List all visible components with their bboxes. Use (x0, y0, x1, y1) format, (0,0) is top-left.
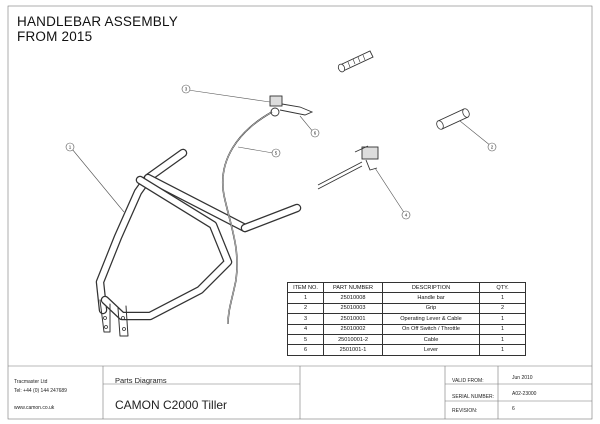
revision-label: REVISION: (452, 408, 478, 414)
header-qty: QTY. (479, 281, 526, 294)
cell-qty: 1 (479, 292, 526, 304)
cell-qty: 1 (479, 333, 526, 346)
cell-item: 1 (287, 292, 324, 304)
title-block-frame (8, 365, 592, 419)
cell-desc: On Off Switch / Throttle (382, 323, 480, 335)
cell-item: 2 (287, 302, 324, 315)
cell-desc: Cable (382, 333, 480, 346)
table-row: 1 25010008 Handle bar 1 (287, 292, 526, 304)
grip-right (436, 108, 470, 130)
grip-left (337, 50, 374, 73)
callout-1: 1 (69, 145, 72, 150)
cell-qty: 1 (479, 323, 526, 335)
header-part-number: PART NUMBER (323, 281, 383, 294)
cell-desc: Operating Lever & Cable (382, 313, 480, 325)
callout-2: 2 (491, 145, 494, 150)
throttle-switch (317, 145, 379, 190)
cell-item: 4 (287, 323, 324, 335)
cell-desc: Handle bar (382, 292, 480, 304)
callout-5: 5 (275, 151, 278, 156)
callout-6: 6 (314, 131, 317, 136)
model-name: CAMON C2000 Tiller (115, 398, 228, 412)
cell-desc: Grip (382, 302, 480, 315)
section-label: Parts Diagrams (115, 376, 167, 385)
callout-circles (65, 84, 497, 220)
callout-3: 3 (185, 87, 188, 92)
valid-from-value: Jun 2010 (512, 375, 533, 381)
cell-item: 5 (287, 333, 324, 346)
cell-desc: Lever (382, 344, 480, 356)
title-line-1: HANDLEBAR ASSEMBLY (17, 14, 178, 29)
operating-lever (269, 95, 314, 117)
header-item-no: ITEM NO. (287, 281, 324, 294)
serial-value: A02-23000 (512, 391, 537, 397)
table-row: 5 25010001-2 Cable 1 (287, 333, 526, 346)
cell-qty: 1 (479, 344, 526, 356)
callout-numbers: 1 3 5 6 2 4 (69, 87, 494, 218)
serial-label: SERIAL NUMBER: (452, 394, 495, 400)
cell-part: 25010002 (323, 323, 383, 335)
parts-table: ITEM NO. PART NUMBER DESCRIPTION QTY. 1 … (287, 281, 526, 356)
table-row: 2 25010003 Grip 2 (287, 302, 526, 315)
revision-value: 6 (512, 406, 515, 412)
cell-qty: 2 (479, 302, 526, 315)
cell-part: 25010001 (323, 313, 383, 325)
cell-part: 25010003 (323, 302, 383, 315)
company-web: www.camon.co.uk (14, 405, 55, 411)
table-row: 3 25010001 Operating Lever & Cable 1 (287, 313, 526, 325)
table-row: 4 25010002 On Off Switch / Throttle 1 (287, 323, 526, 335)
leader-lines (71, 89, 492, 215)
sheet-border (7, 5, 593, 420)
company-tel: Tel: +44 (0) 144 247689 (14, 388, 67, 394)
handlebar-frame (95, 148, 302, 337)
header-description: DESCRIPTION (382, 281, 480, 294)
cell-qty: 1 (479, 313, 526, 325)
callout-4: 4 (405, 213, 408, 218)
cell-part: 25010008 (323, 292, 383, 304)
table-row: 6 2501001-1 Lever 1 (287, 344, 526, 356)
cell-part: 2501001-1 (323, 344, 383, 356)
cell-item: 6 (287, 344, 324, 356)
valid-from-label: VALID FROM: (452, 378, 484, 384)
company-name: Tracmaster Ltd (14, 379, 48, 385)
drawing-title: HANDLEBAR ASSEMBLY FROM 2015 (17, 14, 178, 44)
cell-item: 3 (287, 313, 324, 325)
title-line-2: FROM 2015 (17, 29, 93, 44)
cell-part: 25010001-2 (323, 333, 383, 346)
parts-table-header: ITEM NO. PART NUMBER DESCRIPTION QTY. (287, 281, 526, 294)
